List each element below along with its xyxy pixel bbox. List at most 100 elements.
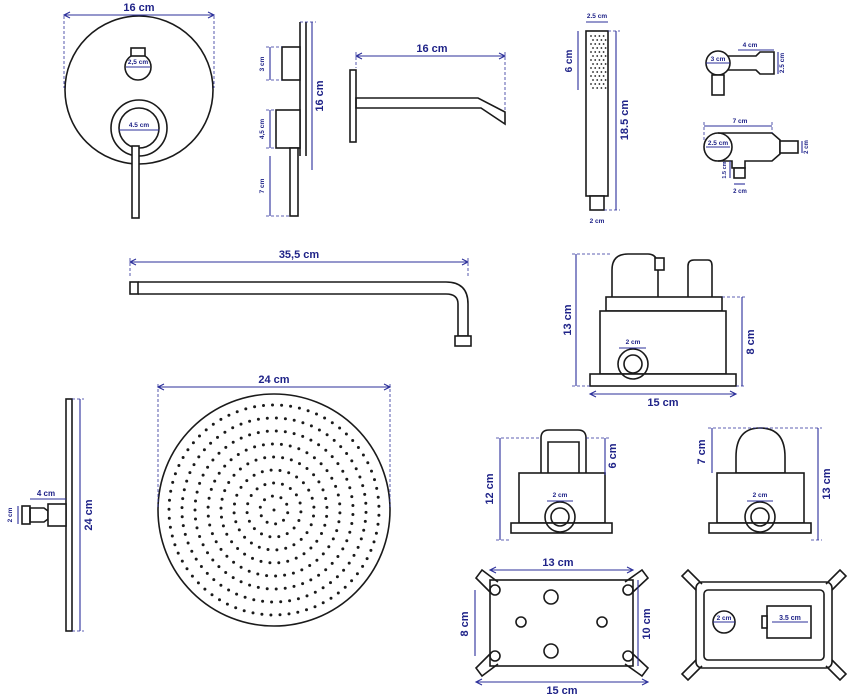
- nozzle-dot: [181, 497, 185, 501]
- nozzle-dot: [265, 520, 269, 524]
- nozzle-dot: [285, 532, 289, 536]
- nozzle-dot: [269, 468, 273, 472]
- nozzle-dot: [278, 469, 282, 472]
- nozzle-dot: [270, 600, 274, 604]
- nozzle-dot: [227, 481, 231, 484]
- nozzle-dot: [350, 495, 354, 499]
- nozzle-dot: [219, 506, 223, 510]
- box-height-label: 13 cm: [562, 304, 574, 335]
- nozzle-dot: [299, 537, 303, 541]
- nozzle-dot: [341, 547, 345, 551]
- spray-dot: [602, 51, 605, 53]
- nozzle-dot: [364, 501, 368, 505]
- nozzle-dot: [283, 417, 287, 421]
- plate-width-bottom-label: 15 cm: [546, 685, 577, 697]
- nozzle-dot: [287, 612, 291, 616]
- nozzle-dot: [272, 455, 276, 459]
- nozzle-dot: [265, 574, 269, 578]
- nozzle-dot: [219, 583, 223, 587]
- nozzle-dot: [210, 532, 214, 536]
- mixer-plate-side: 16 cm 3 cm 4,5 cm 7 cm: [259, 21, 326, 217]
- nozzle-dot: [377, 504, 381, 508]
- spray-dot: [596, 63, 599, 65]
- valve-body-b: 2 cm 7 cm 13 cm: [696, 427, 833, 541]
- nozzle-dot: [217, 565, 221, 569]
- mixer-width-label: 16 cm: [123, 2, 154, 14]
- nozzle-dot: [263, 483, 267, 487]
- nozzle-dot: [219, 547, 223, 551]
- hand-shower: 2.5 cm 6 cm 18.5 cm 2 cm: [564, 13, 631, 225]
- elbow-ring-label: 2.5 cm: [708, 140, 728, 147]
- nozzle-dot: [309, 523, 313, 527]
- nozzle-dot: [247, 569, 251, 573]
- spray-dot: [592, 79, 594, 81]
- spray-dot: [602, 67, 605, 69]
- nozzle-dot: [281, 456, 285, 460]
- nozzle-dot: [272, 481, 276, 485]
- spray-dot: [600, 79, 603, 81]
- nozzle-dot: [225, 532, 229, 536]
- nozzle-dot: [180, 515, 184, 519]
- nozzle-dot: [370, 469, 373, 473]
- nozzle-dot: [243, 595, 247, 599]
- nozzle-dot: [309, 424, 313, 428]
- nozzle-dot: [244, 407, 248, 411]
- rain-shower-side: 4 cm 2 cm 24 cm: [7, 398, 95, 632]
- nozzle-dot: [295, 475, 299, 479]
- nozzle-dot: [204, 428, 208, 432]
- nozzle-dot: [232, 511, 236, 515]
- nozzle-dot: [338, 502, 342, 506]
- nozzle-dot: [325, 514, 329, 518]
- nozzle-dot: [239, 580, 243, 584]
- cover-small-label: 2 cm: [717, 615, 732, 622]
- nozzle-dot: [209, 441, 213, 445]
- spray-dot: [602, 35, 605, 37]
- nozzle-dot: [361, 484, 365, 488]
- spray-dot: [602, 43, 605, 45]
- nozzle-dot: [315, 412, 318, 416]
- nozzle-dot: [294, 493, 298, 497]
- nozzle-dot: [272, 508, 276, 512]
- nozzle-dot: [297, 519, 301, 522]
- nozzle-dot: [201, 473, 205, 477]
- spray-dot: [594, 35, 597, 37]
- nozzle-dot: [198, 535, 202, 538]
- spray-dot: [598, 43, 601, 45]
- spray-dot: [590, 59, 592, 61]
- side-top-label: 3 cm: [259, 56, 266, 71]
- elbow-stub-h-label: 1.5 cm: [722, 161, 728, 178]
- nozzle-dot: [336, 462, 340, 466]
- valve-b-top-label: 7 cm: [696, 439, 708, 464]
- nozzle-dot: [294, 556, 298, 560]
- box-body-label: 8 cm: [745, 329, 757, 354]
- nozzle-dot: [329, 596, 333, 600]
- nozzle-dot: [208, 523, 212, 527]
- nozzle-dot: [235, 592, 239, 596]
- spray-dot: [590, 43, 592, 45]
- spray-dot: [594, 83, 597, 85]
- holder-ring-label: 3 cm: [711, 56, 726, 63]
- side-mid-label: 4,5 cm: [259, 119, 266, 139]
- nozzle-dot: [358, 475, 362, 479]
- side-lever-label: 7 cm: [259, 178, 266, 193]
- nozzle-dot: [324, 448, 328, 452]
- nozzle-dot: [285, 502, 289, 506]
- rain-diameter-label: 24 cm: [258, 374, 289, 386]
- nozzle-dot: [351, 504, 355, 507]
- nozzle-dot: [188, 471, 192, 475]
- spray-dot: [594, 51, 597, 53]
- nozzle-dot: [194, 517, 197, 521]
- nozzle-dot: [351, 513, 355, 516]
- nozzle-dot: [259, 514, 263, 518]
- nozzle-dot: [292, 526, 296, 530]
- elbow-side-label: 2 cm: [804, 140, 810, 154]
- nozzle-dot: [292, 543, 296, 547]
- box-inlet-label: 2 cm: [626, 339, 641, 346]
- spray-dot: [592, 39, 594, 41]
- nozzle-dot: [338, 426, 342, 430]
- nozzle-dot: [359, 537, 363, 541]
- rain-shower-nozzles: [167, 403, 381, 617]
- nozzle-dot: [332, 438, 336, 442]
- nozzle-dot: [376, 522, 380, 526]
- spray-dot: [592, 47, 594, 49]
